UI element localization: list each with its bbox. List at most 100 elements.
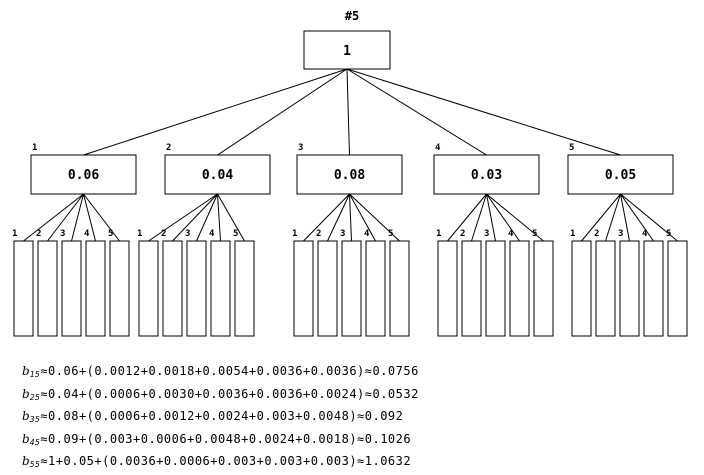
- leaf-4-4-label: 4: [508, 229, 514, 239]
- leaf-2-1-label: 1: [137, 229, 142, 239]
- leaf-1-4: [85, 240, 106, 337]
- leaf-4-2: [461, 240, 482, 337]
- leaf-3-4: [365, 240, 386, 337]
- leaf-2-2-label: 2: [161, 229, 166, 239]
- leaf-1-3: [61, 240, 82, 337]
- leaf-1-2: [37, 240, 58, 337]
- formula-list: b 15≈0.06+(0.0012+0.0018+0.0054+0.0036+0.…: [22, 362, 419, 475]
- edge-node-2-to-leaf-2: [172, 193, 218, 242]
- edge-node-2-to-leaf-3: [196, 193, 218, 242]
- leaf-4-2-label: 2: [460, 229, 465, 239]
- edge-root-to-node-5: [346, 68, 621, 156]
- node-2-label: 2: [166, 143, 171, 153]
- leaf-2-3: [186, 240, 207, 337]
- leaf-4-4: [509, 240, 530, 337]
- edge-node-5-to-leaf-2: [605, 193, 621, 242]
- leaf-5-3: [619, 240, 640, 337]
- leaf-2-4: [210, 240, 231, 337]
- node-4: [433, 154, 540, 195]
- formula-symbol: b: [22, 431, 30, 446]
- leaf-4-1-label: 1: [436, 229, 441, 239]
- edge-node-5-to-leaf-4: [620, 193, 654, 242]
- node-1-value: 0.06: [68, 168, 99, 183]
- edge-node-2-to-leaf-4: [217, 193, 221, 242]
- edge-node-5-to-leaf-5: [620, 193, 678, 242]
- leaf-3-5: [389, 240, 410, 337]
- edge-node-2-to-leaf-1: [148, 193, 218, 242]
- formula-symbol: b: [22, 386, 30, 401]
- node-5: [567, 154, 674, 195]
- node-2: [164, 154, 271, 195]
- leaf-1-5-label: 5: [108, 229, 113, 239]
- leaf-4-3-label: 3: [484, 229, 489, 239]
- leaf-1-2-label: 2: [36, 229, 41, 239]
- leaf-1-1-label: 1: [12, 229, 17, 239]
- leaf-1-5: [109, 240, 130, 337]
- node-4-value: 0.03: [471, 168, 502, 183]
- formula-subscript: 45: [29, 437, 41, 447]
- formula-expression: ≈1+0.05+(0.0036+0.0006+0.003+0.003+0.003…: [40, 454, 412, 468]
- leaf-3-3: [341, 240, 362, 337]
- leaf-3-3-label: 3: [340, 229, 345, 239]
- edge-node-1-to-leaf-4: [83, 193, 96, 242]
- edge-node-1-to-leaf-1: [23, 193, 84, 242]
- leaf-5-5: [667, 240, 688, 337]
- leaf-5-4: [643, 240, 664, 337]
- leaf-3-1: [293, 240, 314, 337]
- leaf-4-5-label: 5: [532, 229, 537, 239]
- leaf-2-1: [138, 240, 159, 337]
- edge-node-3-to-leaf-5: [349, 193, 400, 242]
- edge-node-3-to-leaf-2: [327, 193, 350, 242]
- leaf-4-3: [485, 240, 506, 337]
- node-3-label: 3: [298, 143, 303, 153]
- formula-expression: ≈0.09+(0.003+0.0006+0.0048+0.0024+0.0018…: [40, 431, 412, 446]
- formula-subscript: 25: [29, 392, 41, 402]
- edge-node-3-to-leaf-3: [349, 193, 352, 242]
- formula-line: b15≈0.06+(0.0012+0.0018+0.0054+0.0036+0.…: [22, 362, 419, 385]
- edge-node-3-to-leaf-4: [349, 193, 376, 242]
- leaf-2-2: [162, 240, 183, 337]
- leaf-3-4-label: 4: [364, 229, 370, 239]
- leaf-5-4-label: 4: [642, 229, 648, 239]
- leaf-2-5: [234, 240, 255, 337]
- formula-expression: ≈0.04+(0.0006+0.0030+0.0036+0.0036+0.002…: [40, 386, 419, 401]
- edge-root-to-node-3: [346, 68, 350, 156]
- node-3-value: 0.08: [334, 168, 365, 183]
- leaf-5-3-label: 3: [618, 229, 623, 239]
- edge-node-4-to-leaf-5: [486, 193, 544, 242]
- node-4-label: 4: [435, 143, 441, 153]
- node-3: [296, 154, 403, 195]
- diagram-title: #5: [345, 9, 359, 23]
- formula-subscript: 55: [29, 460, 41, 469]
- edge-node-1-to-leaf-2: [47, 193, 84, 242]
- edge-node-4-to-leaf-3: [486, 193, 496, 242]
- leaf-2-5-label: 5: [233, 229, 238, 239]
- edge-root-to-node-1: [83, 68, 348, 156]
- leaf-5-1: [571, 240, 592, 337]
- formula-symbol: b: [22, 454, 30, 468]
- formula-line: b25≈0.04+(0.0006+0.0030+0.0036+0.0036+0.…: [22, 385, 419, 408]
- edge-node-5-to-leaf-1: [581, 193, 621, 242]
- formula-subscript: 15: [29, 370, 41, 379]
- leaf-3-2-label: 2: [316, 229, 321, 239]
- leaf-1-4-label: 4: [84, 229, 90, 239]
- node-5-value: 0.05: [605, 168, 636, 183]
- leaf-1-1: [13, 240, 34, 337]
- node-2-value: 0.04: [202, 168, 233, 183]
- leaf-1-3-label: 3: [60, 229, 65, 239]
- leaf-5-1-label: 1: [570, 229, 575, 239]
- edge-node-2-to-leaf-5: [217, 193, 245, 242]
- leaf-3-1-label: 1: [292, 229, 297, 239]
- edge-node-3-to-leaf-1: [303, 193, 350, 242]
- formula-subscript: 35: [29, 415, 41, 424]
- edge-node-5-to-leaf-3: [620, 193, 630, 242]
- leaf-2-4-label: 4: [209, 229, 215, 239]
- formula-line: b35≈0.08+(0.0006+0.0012+0.0024+0.003+0.0…: [22, 407, 419, 430]
- edge-root-to-node-2: [217, 68, 348, 156]
- edge-node-4-to-leaf-4: [486, 193, 520, 242]
- edge-node-1-to-leaf-3: [71, 193, 84, 242]
- formula-expression: ≈0.06+(0.0012+0.0018+0.0054+0.0036+0.003…: [40, 364, 419, 378]
- node-1: [30, 154, 137, 195]
- leaf-5-5-label: 5: [666, 229, 671, 239]
- leaf-5-2: [595, 240, 616, 337]
